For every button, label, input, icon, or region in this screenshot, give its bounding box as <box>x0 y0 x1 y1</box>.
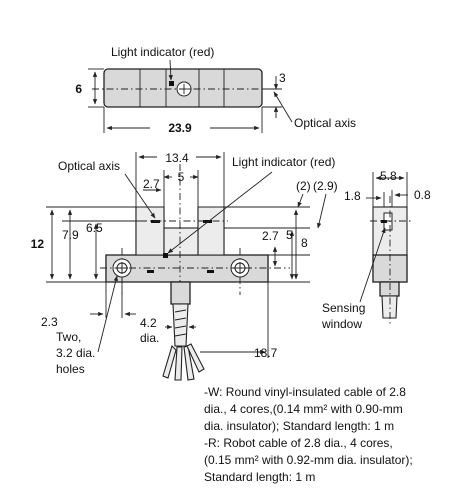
top-dim-3: 3 <box>279 71 286 85</box>
front-dim-12: 12 <box>31 237 45 251</box>
cable-notes: -W: Round vinyl-insulated cable of 2.8 d… <box>204 384 459 486</box>
side-view-gland <box>379 281 400 297</box>
front-light-indicator-label: Light indicator (red) <box>232 155 335 169</box>
side-dim-2: (2) <box>296 179 311 193</box>
top-view-indicator <box>169 81 174 86</box>
side-dim-2-9: (2.9) <box>313 179 338 193</box>
side-dim-0-8: 0.8 <box>414 188 431 202</box>
front-holes-label-1: Two, <box>56 330 81 344</box>
note-r-line-1: -R: Robot cable of 2.8 dia., 4 cores, <box>204 436 393 450</box>
top-dim-6: 6 <box>75 82 82 96</box>
front-cable-dia-value: 4.2 <box>140 316 157 330</box>
note-r-line-3: Standard length: 1 m <box>204 470 316 484</box>
note-w-line-1: -W: Round vinyl-insulated cable of 2.8 <box>204 385 406 399</box>
top-dim-23-9: 23.9 <box>168 121 192 135</box>
side-dim-1-8: 1.8 <box>344 189 361 203</box>
side-sensing-label-2: window <box>321 317 362 331</box>
front-dim-2-7-top: 2.7 <box>143 177 160 191</box>
front-dim-5-right: 5 <box>286 228 293 242</box>
top-light-indicator-label: Light indicator (red) <box>111 45 214 59</box>
side-view: 5.8 (2) (2.9) 1.8 0.8 Sensing window <box>296 169 431 331</box>
side-dim-5-8: 5.8 <box>380 169 397 183</box>
front-cable-dia-unit: dia. <box>140 331 159 345</box>
note-w-line-3: dia. insulator); Standard length: 1 m <box>204 419 395 433</box>
front-dim-13-4: 13.4 <box>165 151 189 165</box>
note-w-line-2: dia., 4 cores,(0.14 mm² with 0.90-mm <box>204 402 403 416</box>
front-dim-2-3: 2.3 <box>41 315 58 329</box>
front-dim-18-7: 18.7 <box>254 346 278 360</box>
front-cable-wires <box>162 344 177 379</box>
front-view-indicator <box>163 253 168 258</box>
side-sensing-label-1: Sensing <box>322 301 365 315</box>
front-dim-6-5: 6.5 <box>86 221 103 235</box>
front-holes-label-3: holes <box>56 362 85 376</box>
front-cable-gland <box>170 281 191 305</box>
front-holes-label-2: 3.2 dia. <box>56 346 95 360</box>
front-dim-7-9: 7.9 <box>62 228 79 242</box>
front-optical-axis-label: Optical axis <box>58 159 120 173</box>
top-optical-axis-label: Optical axis <box>294 116 356 130</box>
front-dim-8: 8 <box>301 236 308 250</box>
front-dim-2-7-right: 2.7 <box>262 229 279 243</box>
note-r-line-2: (0.15 mm² with 0.92-mm dia. insulator); <box>204 453 413 467</box>
front-dim-5-top: 5 <box>178 170 185 184</box>
front-view: 13.4 2.7 5 12 7.9 6.5 2.7 5 8 <box>31 151 335 381</box>
top-view: 6 3 23.9 Light indicator (red) Optical a… <box>75 45 356 135</box>
